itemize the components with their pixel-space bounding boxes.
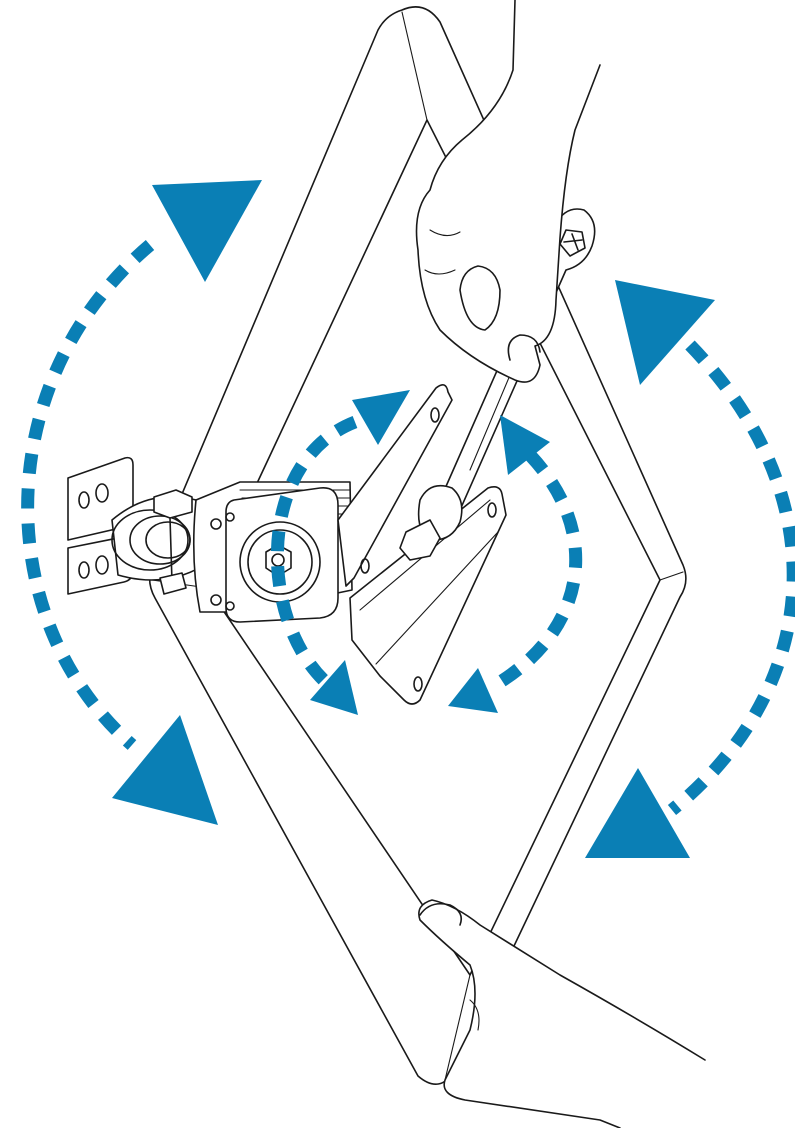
outer-left-arrowhead-down — [112, 715, 218, 825]
outer-right-dashed-arc — [672, 345, 793, 810]
tilt-swivel-joint — [194, 482, 352, 622]
outer-left-arrowhead-up — [152, 180, 262, 282]
outer-right-arrowhead-down — [585, 768, 690, 858]
outer-right-arrowhead-up — [615, 280, 715, 385]
